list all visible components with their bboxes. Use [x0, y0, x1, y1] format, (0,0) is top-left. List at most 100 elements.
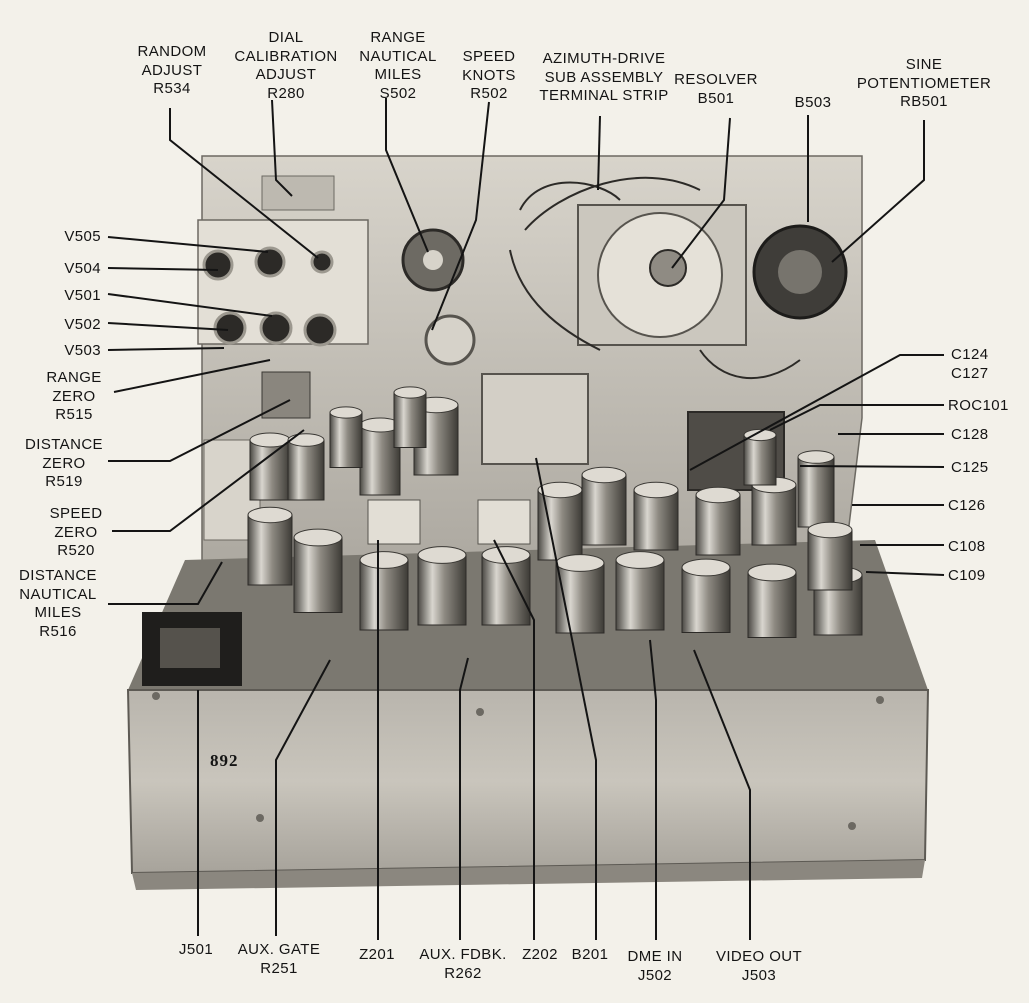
leader-line — [535, 457, 597, 940]
label-line: R280 — [267, 84, 305, 102]
label-line: R515 — [55, 406, 93, 423]
label-line: V503 — [64, 342, 101, 359]
can-body — [359, 559, 409, 631]
label-line: J503 — [741, 966, 777, 984]
label-line: B201 — [571, 946, 609, 963]
can-body — [417, 554, 467, 626]
leader-line — [831, 120, 925, 263]
leader-line — [671, 117, 731, 269]
leader-line — [385, 98, 429, 253]
label-line: Z201 — [359, 946, 395, 963]
label-line: RANGE — [46, 369, 102, 386]
label-line: R502 — [470, 85, 508, 102]
screw — [152, 692, 160, 700]
can-body — [293, 537, 343, 613]
label-c109: C109 — [948, 567, 985, 586]
can-body — [695, 494, 741, 556]
tube-and-capacitor-cans — [247, 386, 863, 638]
label-line: J501 — [178, 941, 214, 958]
can-top — [807, 521, 853, 539]
can-top — [681, 558, 731, 577]
label-line: NAUTICAL — [19, 585, 97, 603]
label-line: ADJUST — [255, 66, 317, 83]
can-body — [633, 489, 679, 551]
can-top — [359, 551, 409, 569]
label-line: R520 — [57, 542, 95, 559]
leader-line — [865, 571, 945, 576]
leader-line — [769, 404, 944, 431]
label-aux-fdbk: AUX. FDBK.R262 — [419, 946, 506, 983]
can-body — [807, 529, 853, 591]
can-body — [797, 456, 835, 528]
can-top — [581, 466, 627, 484]
leader-line — [649, 639, 657, 940]
screw — [256, 814, 264, 822]
label-line: DISTANCE — [25, 436, 103, 453]
screw — [848, 822, 856, 830]
label-line: NAUTICAL — [359, 47, 437, 65]
leader-lines — [107, 98, 945, 940]
label-line: C128 — [951, 426, 989, 443]
zero-control-bracket — [261, 371, 311, 419]
can-top — [633, 481, 679, 499]
label-line: RANGE — [370, 29, 426, 46]
resolver-b501 — [649, 249, 687, 287]
label-line: S502 — [379, 84, 417, 102]
can-body — [393, 392, 427, 448]
range-switch-shaft — [423, 250, 443, 270]
leader-line — [271, 99, 293, 197]
leader-line — [597, 115, 601, 191]
label-line: RB501 — [900, 93, 948, 110]
label-c128: C128 — [951, 426, 988, 445]
leader-line — [108, 399, 291, 462]
can-top — [481, 546, 531, 564]
label-line: V502 — [64, 316, 101, 333]
wiring — [509, 176, 801, 380]
label-line: MILES — [374, 66, 422, 83]
label-line: Z202 — [522, 946, 558, 963]
label-line: C124 — [951, 346, 989, 363]
label-line: ADJUST — [141, 61, 203, 79]
label-line: C125 — [951, 459, 989, 476]
label-line: RANDOM — [137, 43, 207, 60]
can-top — [747, 563, 797, 582]
chassis-front-apron — [126, 689, 930, 875]
can-top — [393, 386, 427, 399]
leader-line — [107, 347, 225, 351]
leader-line — [107, 267, 219, 271]
screw — [876, 696, 884, 704]
can-top — [797, 450, 835, 464]
label-line: KNOTS — [462, 66, 516, 84]
dial-calibration-bracket — [261, 175, 335, 211]
tube-socket-v505 — [254, 246, 286, 278]
leader-line — [275, 659, 331, 936]
can-body — [249, 439, 291, 501]
label-line: SINE — [905, 56, 943, 73]
label-line: POTENTIOMETER — [856, 74, 992, 92]
label-line: ZERO — [52, 387, 96, 405]
chassis-marking: 892 — [210, 751, 239, 770]
label-c126: C126 — [948, 497, 985, 516]
leader-line — [169, 108, 319, 259]
label-line: VIDEO OUT — [715, 948, 803, 965]
label-line: R251 — [260, 959, 298, 977]
can-top — [247, 506, 293, 524]
screw — [476, 708, 484, 716]
label-b503: B503 — [795, 94, 832, 113]
label-line: SPEED — [49, 505, 103, 522]
label-v504: V504 — [64, 260, 101, 279]
label-z201: Z201 — [359, 946, 395, 965]
can-body — [751, 484, 797, 546]
can-top — [695, 486, 741, 504]
leader-line — [431, 101, 490, 331]
label-line: CALIBRATION — [234, 47, 338, 65]
label-line: B503 — [794, 94, 832, 111]
